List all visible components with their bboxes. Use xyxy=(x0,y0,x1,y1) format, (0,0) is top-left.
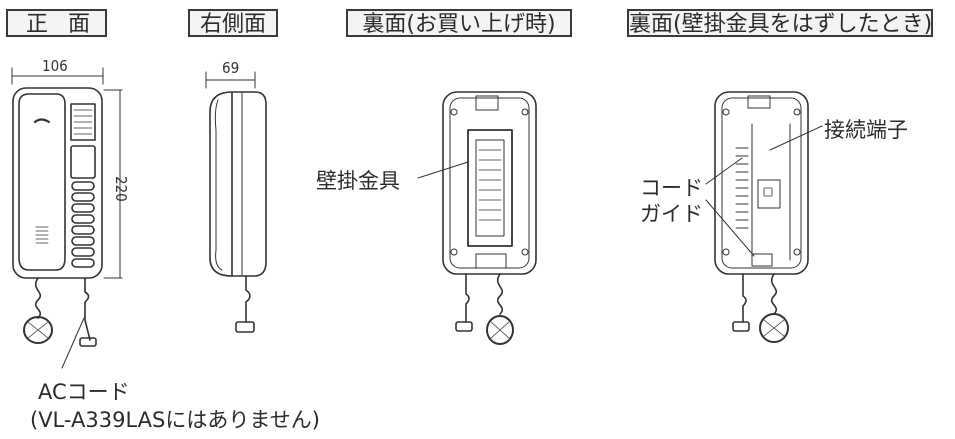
cord-guide-label-line2: ガイド xyxy=(640,202,703,226)
ac-cord-label-line2: (VL-A339LASにはありません) xyxy=(30,408,320,432)
back-view-bracket-removed-drawing xyxy=(705,91,823,343)
right-side-view-drawing xyxy=(205,71,267,333)
right-side-view-heading: 右側面 xyxy=(188,9,278,37)
cord-guide-label-line1: コード xyxy=(640,176,703,200)
ac-cord-label-line1: ACコード xyxy=(38,380,130,404)
wall-bracket-label: 壁掛金具 xyxy=(316,169,400,193)
back-view-bracket-removed-heading: 裏面(壁掛金具をはずしたとき) xyxy=(627,9,933,37)
front-view-drawing xyxy=(11,67,123,369)
back-view-purchase-heading: 裏面(お買い上げ時) xyxy=(346,9,572,37)
width-dimension-label: 106 xyxy=(42,57,68,75)
terminal-label: 接続端子 xyxy=(824,118,908,142)
back-view-purchase-drawing xyxy=(417,91,537,345)
front-view-heading: 正面 xyxy=(6,9,107,37)
depth-dimension-label: 69 xyxy=(222,59,240,77)
